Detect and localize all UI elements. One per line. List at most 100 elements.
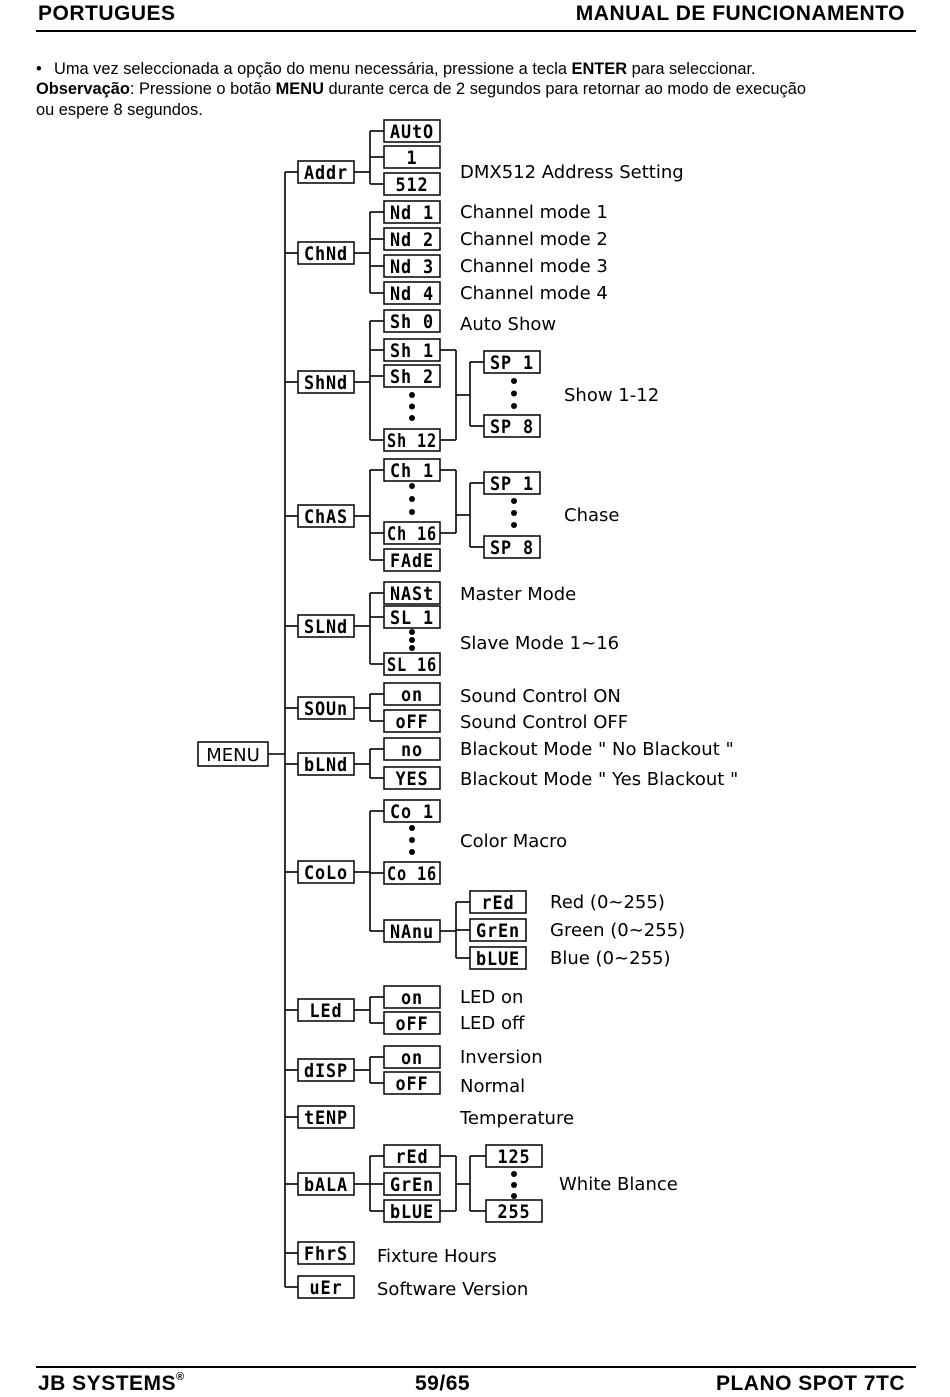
chnd-option-1-text: Nd 1 (390, 202, 434, 224)
slnd-option-1-frame (383, 605, 441, 629)
desc-addr: DMX512 Address Setting (460, 162, 684, 183)
desc-white-balance: White Blance (559, 1174, 678, 1195)
chnd-option-1: Nd 1 (383, 200, 441, 224)
blnd-option-no-frame (383, 737, 441, 761)
bala-option-green-text: GrEn (390, 1174, 434, 1196)
menu-item-uer: uEr (297, 1275, 355, 1299)
chas-speed-8-frame (483, 535, 541, 559)
chas-option-fade-text: FAdE (390, 550, 434, 572)
slnd-ellipsis (409, 645, 415, 651)
intro-line-2: Observação: Pressione o botão MENU duran… (36, 79, 806, 100)
soun-option-off-frame (383, 709, 441, 733)
desc-blackout-no: Blackout Mode " No Blackout " (460, 739, 734, 760)
menu-item-fhrs-frame (297, 1241, 355, 1265)
colo-option-manual-text: NAnu (390, 921, 434, 943)
bala-value-255-frame (485, 1199, 543, 1223)
shnd-option-2-text: Sh 2 (390, 366, 434, 388)
colo-option-1-text: Co 1 (390, 801, 434, 823)
desc-chnd-2: Channel mode 2 (460, 229, 608, 250)
desc-green: Green (0~255) (550, 920, 685, 941)
addr-option-2-text: 1 (407, 147, 418, 169)
colo-option-16-text: Co 16 (387, 863, 437, 885)
header-section-label: PORTUGUES (38, 2, 176, 25)
intro-text-1a: Uma vez seleccionada a opção do menu nec… (54, 60, 572, 78)
slnd-ellipsis (409, 629, 415, 635)
menu-item-led-text: LEd (310, 1000, 343, 1022)
menu-item-shnd: ShNd (297, 370, 355, 394)
slnd-option-1: SL 1 (383, 605, 441, 629)
menu-item-disp: dISP (297, 1058, 355, 1082)
desc-chase: Chase (564, 505, 619, 526)
shnd-speed-1-text: SP 1 (490, 352, 534, 374)
colo-manual-green-frame (469, 918, 527, 942)
colo-option-16-frame (383, 861, 441, 885)
footer-brand: JB SYSTEMS® (38, 1371, 185, 1396)
intro-line-1: •Uma vez seleccionada a opção do menu ne… (36, 59, 756, 80)
menu-item-disp-text: dISP (304, 1060, 348, 1082)
desc-temperature: Temperature (459, 1108, 574, 1129)
soun-option-on-frame (383, 682, 441, 706)
chas-ellipsis (409, 509, 415, 515)
desc-auto-show: Auto Show (460, 314, 556, 335)
chas-speed-ellipsis (511, 510, 517, 516)
menu-item-shnd-text: ShNd (304, 372, 348, 394)
chnd-option-2-text: Nd 2 (390, 229, 434, 251)
intro-text-2b: durante cerca de 2 segundos para retorna… (323, 80, 806, 98)
addr-option-2: 1 (383, 145, 441, 169)
shnd-speed-ellipsis (511, 390, 517, 397)
desc-blackout-yes: Blackout Mode " Yes Blackout " (460, 769, 738, 790)
chas-ellipsis (409, 483, 415, 489)
chas-option-16-text: Ch 16 (387, 523, 437, 545)
slnd-option-1-text: SL 1 (390, 607, 434, 629)
menu-item-fhrs-text: FhrS (304, 1243, 348, 1265)
footer-model-name: PLANO SPOT 7TC (715, 1372, 905, 1395)
colo-option-manual: NAnu (383, 919, 441, 943)
menu-item-uer-text: uEr (310, 1277, 343, 1299)
soun-option-off-text: oFF (396, 711, 429, 733)
chnd-option-4-frame (383, 281, 441, 305)
shnd-option-0-text: Sh 0 (390, 311, 434, 333)
bala-value-ellipsis (511, 1193, 517, 1199)
intro-enter-key: ENTER (571, 60, 628, 78)
menu-item-tenp-frame (297, 1105, 355, 1129)
chnd-option-1-frame (383, 200, 441, 224)
menu-item-blnd: bLNd (297, 752, 355, 776)
colo-manual-green: GrEn (469, 918, 527, 942)
menu-item-slnd: SLNd (297, 614, 355, 638)
chas-speed-1-text: SP 1 (490, 473, 534, 495)
menu-item-bala-text: bALA (304, 1174, 348, 1196)
bala-option-blue-text: bLUE (390, 1201, 434, 1223)
bala-value-255-text: 255 (498, 1201, 531, 1223)
slnd-option-master-text: NASt (390, 583, 434, 605)
chas-speed-8: SP 8 (483, 535, 541, 559)
shnd-option-1: Sh 1 (383, 338, 441, 362)
blnd-option-yes-text: YES (396, 768, 429, 790)
slnd-option-16: SL 16 (383, 652, 441, 676)
colo-option-16: Co 16 (383, 861, 441, 885)
menu-item-slnd-text: SLNd (304, 616, 348, 638)
desc-normal: Normal (460, 1076, 525, 1097)
desc-fixture-hours: Fixture Hours (377, 1246, 497, 1267)
desc-red: Red (0~255) (550, 892, 665, 913)
chas-option-1: Ch 1 (383, 458, 441, 482)
intro-menu-key: MENU (275, 80, 324, 98)
shnd-ellipsis (409, 392, 415, 398)
footer-rule (36, 1366, 916, 1368)
led-option-on-text: on (401, 987, 423, 1009)
footer-page-number: 59/65 (415, 1372, 471, 1395)
menu-item-uer-frame (297, 1275, 355, 1299)
addr-option-1: AUtO (383, 119, 441, 143)
desc-blue: Blue (0~255) (550, 948, 671, 969)
chnd-option-3: Nd 3 (383, 254, 441, 278)
header-rule (36, 30, 916, 32)
menu-item-led: LEd (297, 998, 355, 1022)
slnd-ellipsis (409, 637, 415, 643)
slnd-option-16-frame (383, 652, 441, 676)
blnd-option-no: no (383, 737, 441, 761)
bala-value-255: 255 (485, 1199, 543, 1223)
disp-option-off-text: oFF (396, 1073, 429, 1095)
desc-sound-on: Sound Control ON (460, 686, 621, 707)
shnd-speed-1: SP 1 (483, 350, 541, 374)
chas-ellipsis (409, 496, 415, 502)
